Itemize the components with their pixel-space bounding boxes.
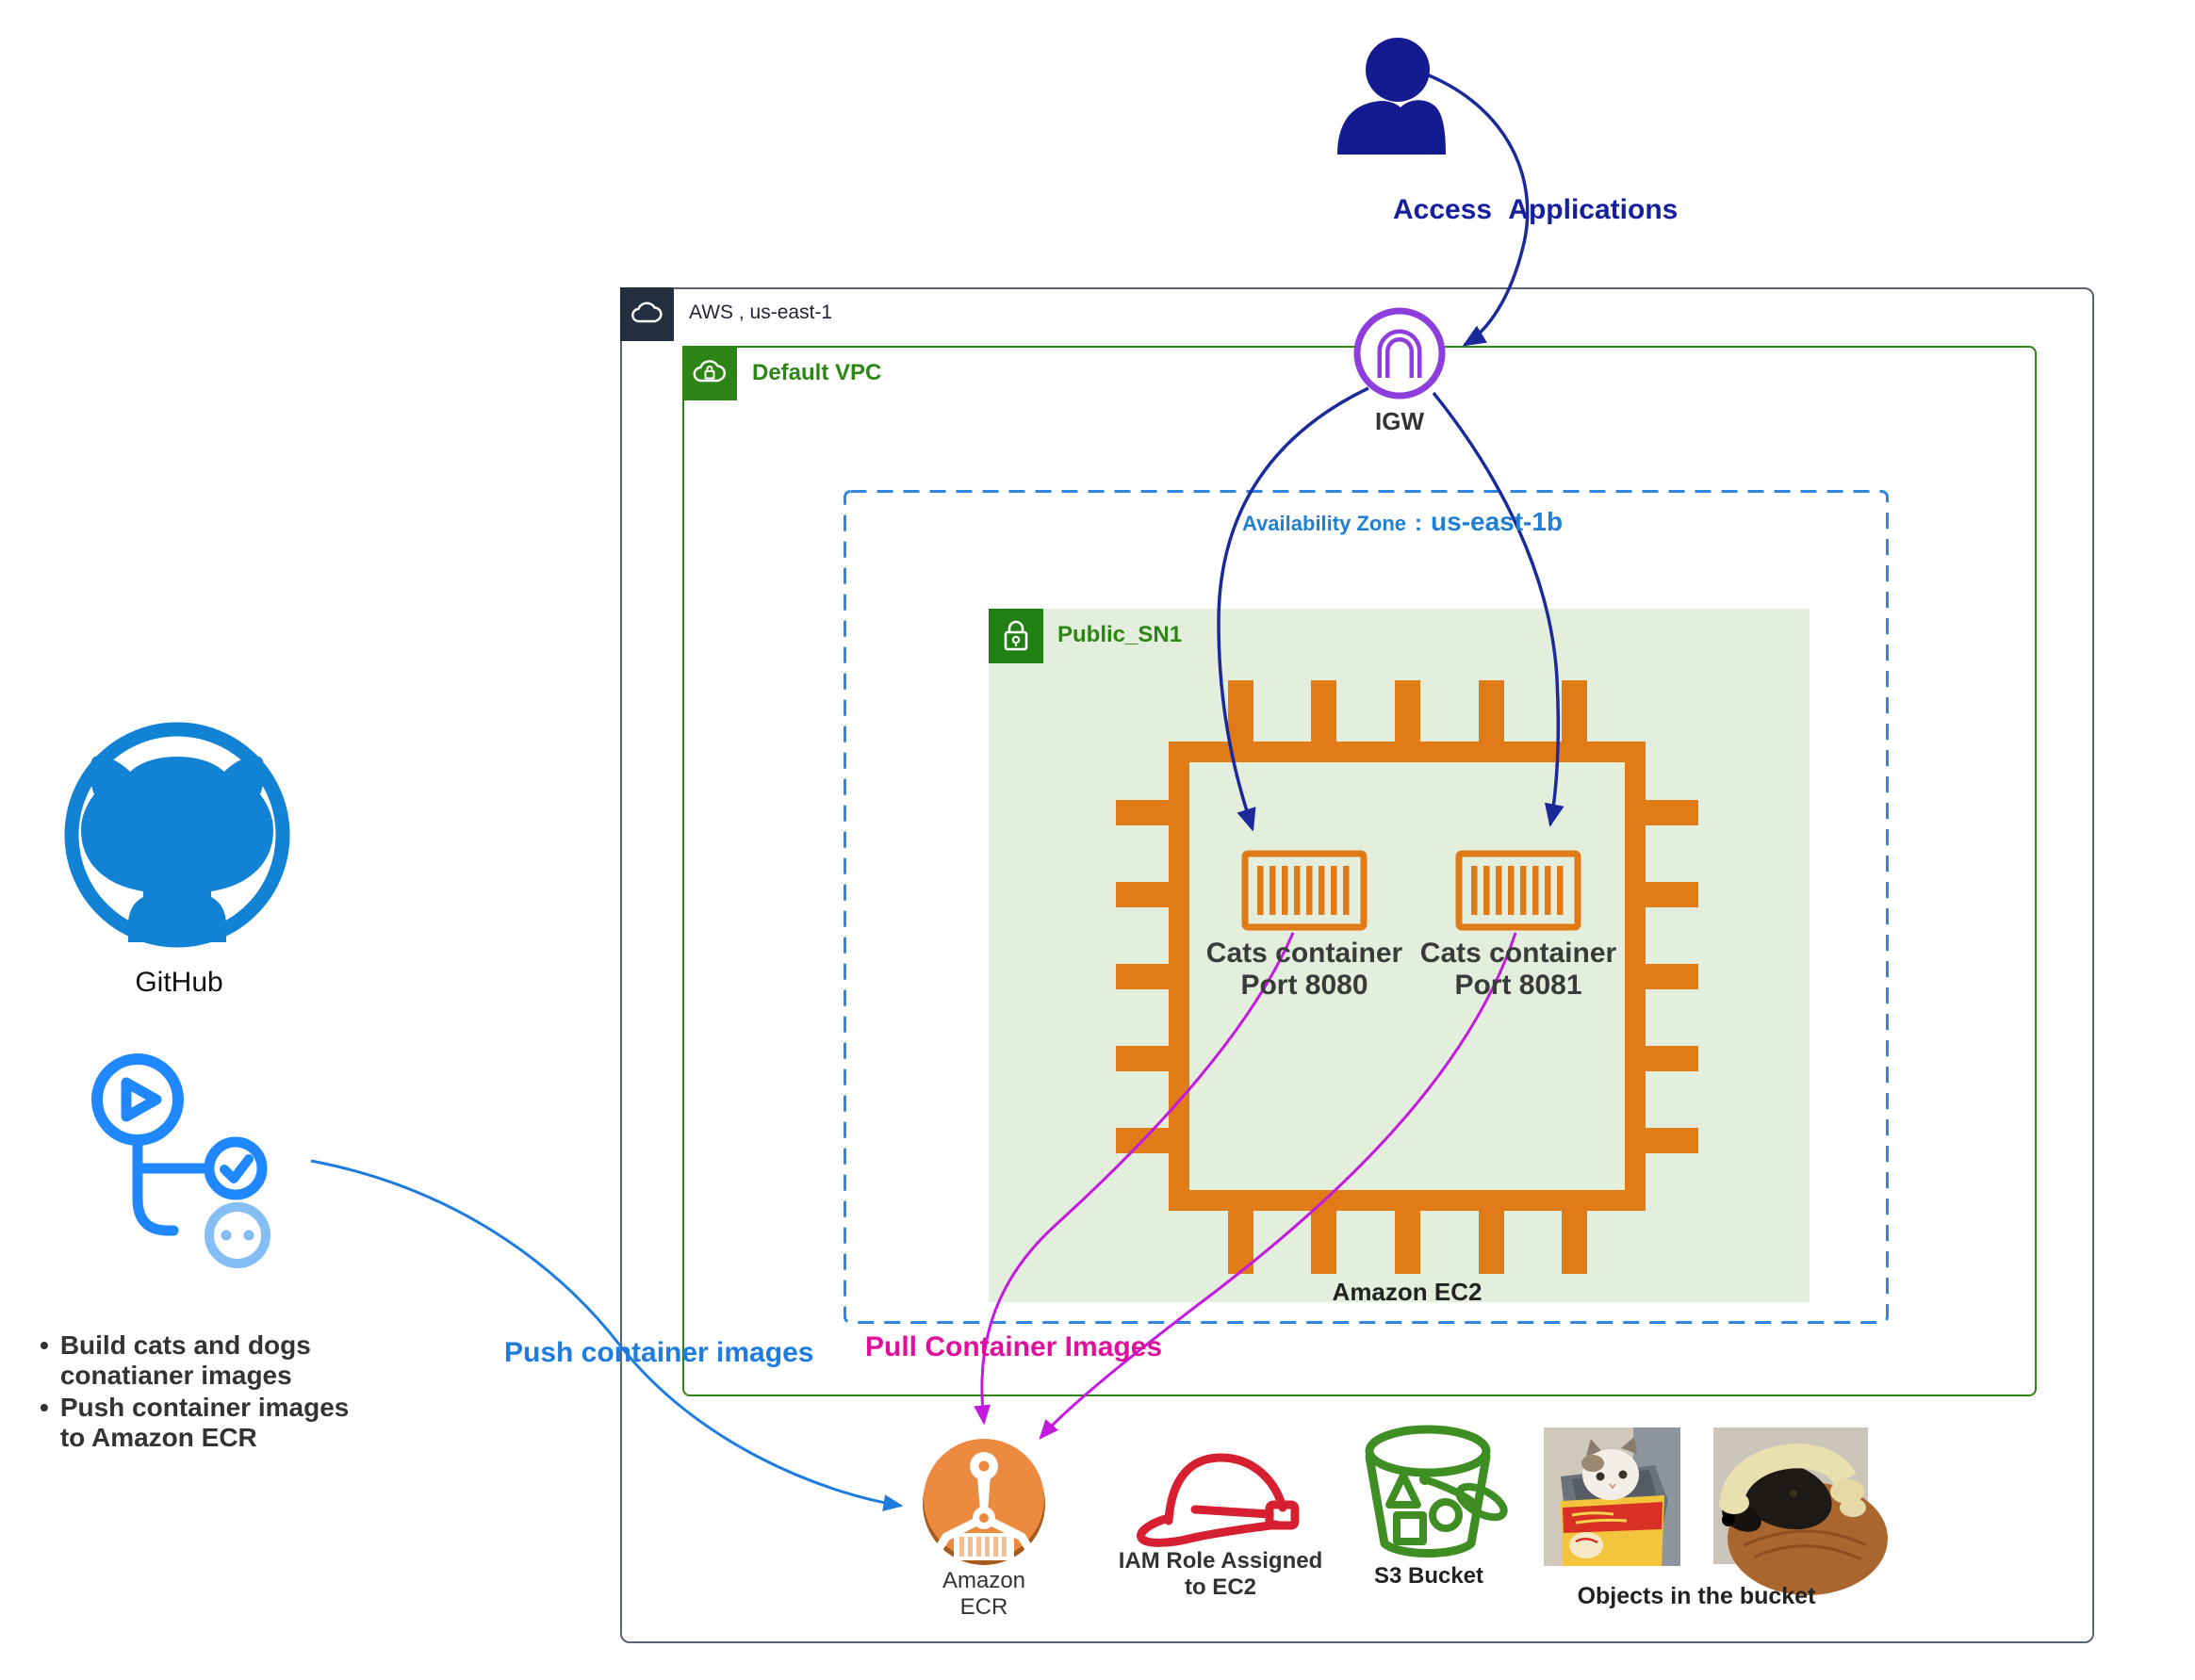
subnet-lock-icon	[1004, 620, 1028, 651]
arrow-pull-container-2	[1039, 932, 1517, 1440]
vpc-label: Default VPC	[752, 360, 882, 385]
container-8081-line2: Port 8081	[1454, 969, 1582, 1001]
photo-dog-with-towel	[1713, 1427, 1888, 1595]
pull-flow-label: Pull Container Images	[865, 1331, 1163, 1362]
igw-icon	[1353, 307, 1446, 400]
arrow-pull-container-1	[974, 932, 1295, 1426]
push-flow-label: Push container images	[504, 1337, 814, 1368]
access-applications-label: Access Applications	[1393, 194, 1679, 225]
container-icon-8081	[1455, 850, 1581, 931]
arrow-access-applications	[1428, 73, 1530, 347]
note-push-line1: Push container images	[59, 1392, 350, 1422]
aws-region-box	[620, 287, 2094, 1643]
ecr-label-line1: Amazon	[942, 1568, 1026, 1593]
ecr-label: Amazon ECR	[942, 1568, 1025, 1620]
region-label: AWS , us-east-1	[689, 302, 833, 323]
github-label: GitHub	[135, 967, 223, 998]
bullet-icon: •	[40, 1330, 49, 1360]
container-icon-8080	[1241, 850, 1368, 931]
arrow-igw-to-container-8080	[1217, 386, 1369, 832]
container-8080-line2: Port 8080	[1240, 969, 1368, 1001]
arrow-push-container-images	[310, 1159, 904, 1511]
az-value: us-east-1b	[1431, 507, 1564, 536]
iam-role-icon	[1137, 1453, 1300, 1547]
ec2-chip-icon	[1116, 680, 1698, 1274]
ec2-label: Amazon EC2	[1332, 1278, 1482, 1306]
container-8080-label: Cats container Port 8080	[1206, 938, 1402, 1001]
container-8081-label: Cats container Port 8081	[1420, 938, 1616, 1001]
iam-label-line1: IAM Role Assigned	[1118, 1548, 1323, 1574]
bullet-icon: •	[40, 1392, 49, 1422]
s3-bucket-icon	[1365, 1425, 1508, 1558]
arrow-igw-to-container-8081	[1432, 391, 1564, 827]
container-8080-line1: Cats container	[1205, 938, 1403, 969]
igw-label: IGW	[1375, 407, 1424, 435]
subnet-badge	[989, 609, 1043, 663]
photo-cat-in-box	[1544, 1427, 1680, 1566]
vpc-cloud-lock-icon	[693, 360, 726, 383]
note-build-line2: conatianer images	[59, 1360, 292, 1390]
github-icon	[64, 722, 290, 948]
availability-zone-label: Availability Zone: us-east-1b	[1242, 507, 1563, 537]
subnet-label: Public_SN1	[1057, 622, 1183, 647]
container-8081-line1: Cats container	[1419, 938, 1617, 969]
user-icon	[1337, 38, 1446, 155]
iam-label-line2: to EC2	[1184, 1574, 1256, 1600]
availability-zone-box	[844, 490, 1889, 1324]
bucket-objects-label: Objects in the bucket	[1577, 1583, 1816, 1609]
az-colon: :	[1415, 511, 1423, 536]
aws-cloud-icon	[631, 302, 663, 322]
ecr-icon	[923, 1439, 1045, 1565]
note-push-line2: to Amazon ECR	[59, 1422, 257, 1452]
flow-arrows	[310, 73, 1564, 1511]
vpc-badge	[682, 346, 737, 400]
note-build-line1: Build cats and dogs	[59, 1330, 311, 1360]
ecr-label-line2: ECR	[959, 1593, 1008, 1620]
az-key: Availability Zone	[1242, 512, 1407, 535]
github-actions-icon	[91, 1053, 270, 1268]
aws-cloud-badge	[620, 287, 674, 341]
s3-bucket-label: S3 Bucket	[1373, 1563, 1484, 1589]
iam-role-label: IAM Role Assigned to EC2	[1119, 1548, 1322, 1600]
